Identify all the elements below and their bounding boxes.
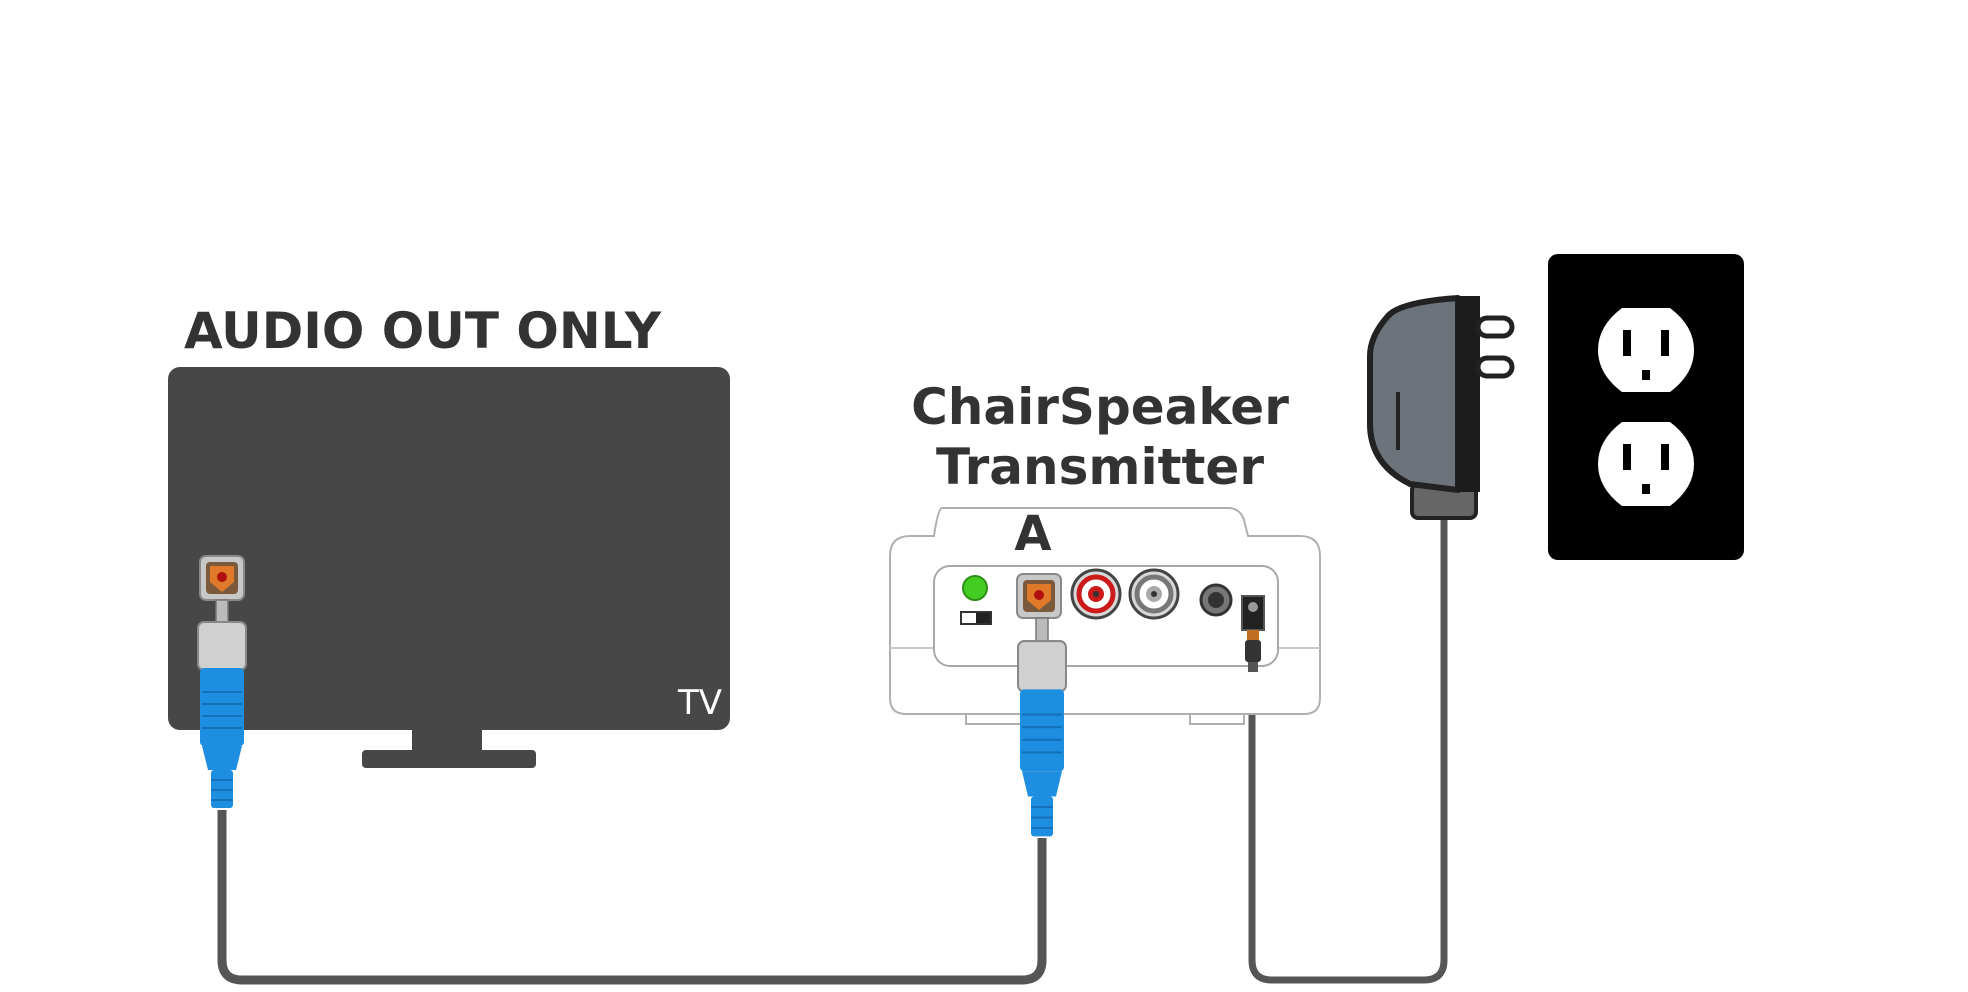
transmitter-optical-plug[interactable] — [1016, 616, 1068, 838]
tv-optical-plug[interactable] — [197, 599, 247, 809]
transmitter-optical-port-icon[interactable] — [1016, 573, 1062, 619]
tv-optical-port-icon[interactable] — [199, 555, 245, 601]
outlet-socket-bottom[interactable] — [1598, 422, 1694, 506]
port-marker-a: A — [1014, 506, 1051, 562]
power-adapter-icon — [1367, 295, 1515, 520]
mode-switch[interactable] — [960, 611, 992, 625]
rca-white-jack[interactable] — [1128, 568, 1180, 620]
aux-jack[interactable] — [1199, 583, 1233, 617]
tv-heading: AUDIO OUT ONLY — [184, 302, 662, 360]
transmitter-title-line2: Transmitter — [936, 438, 1264, 496]
dc-power-jack[interactable] — [1241, 595, 1265, 631]
tv-badge: TV — [677, 683, 722, 723]
transmitter-box — [889, 507, 1321, 725]
rca-red-jack[interactable] — [1070, 568, 1122, 620]
power-cable — [1248, 518, 1448, 984]
wall-outlet-icon — [1548, 254, 1744, 560]
dc-barrel-plug[interactable] — [1245, 630, 1261, 672]
transmitter-title-line1: ChairSpeaker — [911, 378, 1289, 436]
tv: TV — [168, 367, 730, 809]
optical-cable — [217, 810, 1047, 985]
power-led — [962, 575, 988, 601]
outlet-socket-top[interactable] — [1598, 308, 1694, 392]
